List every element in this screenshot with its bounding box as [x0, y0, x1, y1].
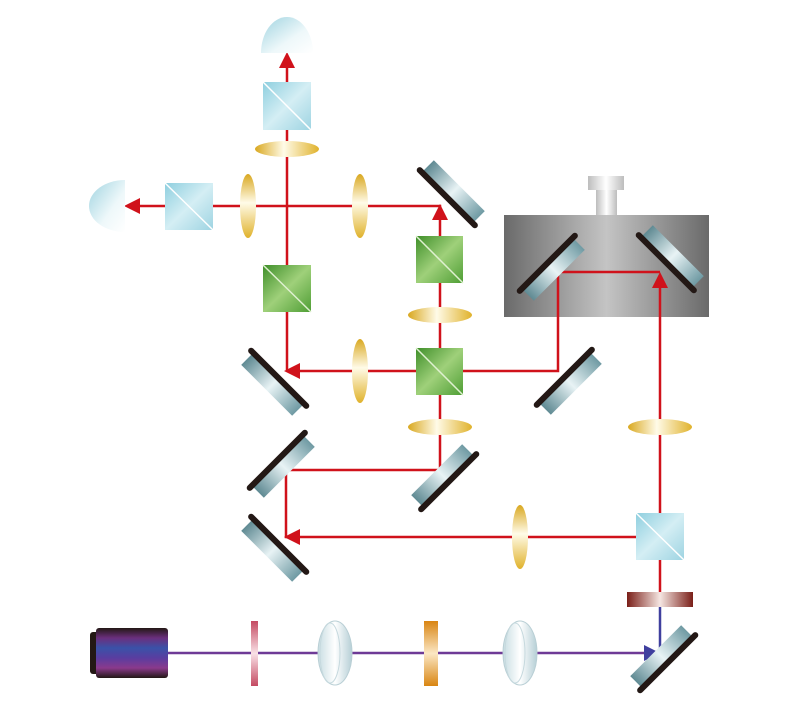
beam-splitter-cube — [635, 512, 685, 561]
detector-top — [261, 17, 313, 53]
arrow-up-icon — [432, 204, 448, 220]
waveplate-orange — [424, 621, 438, 686]
arrow-left-icon — [124, 198, 140, 214]
laser-source — [90, 628, 168, 678]
mirror — [241, 513, 310, 582]
polarizing-cube-green — [262, 264, 312, 313]
mirror — [630, 625, 699, 694]
cylindrical-lens — [502, 620, 538, 686]
cylindrical-lens — [317, 620, 353, 686]
lens — [628, 419, 692, 435]
mirrors — [241, 160, 704, 694]
mirror — [241, 347, 310, 416]
beam-arrows — [124, 52, 668, 545]
waveplate-pink — [251, 621, 258, 686]
mirror — [533, 346, 602, 415]
stage-knob — [588, 176, 624, 190]
arrow-up-icon — [652, 272, 668, 288]
lens — [240, 174, 256, 238]
polarizing-cube-green — [415, 347, 464, 396]
lens — [352, 339, 368, 403]
mirror — [411, 444, 480, 513]
lens — [255, 141, 319, 157]
mirror — [246, 429, 315, 498]
arrow-up-icon — [279, 52, 295, 68]
arrow-left-icon — [284, 363, 300, 379]
beam-splitter-cube — [262, 81, 312, 131]
mirror — [416, 160, 485, 229]
filter — [627, 592, 693, 607]
lens — [352, 174, 368, 238]
detector-left — [89, 180, 125, 232]
red-beam-paths — [130, 62, 662, 593]
lens — [408, 419, 472, 435]
mirror — [516, 232, 585, 301]
beam-splitter-cube — [164, 182, 214, 231]
polarizing-cube-green — [415, 235, 464, 284]
arrow-right-icon — [644, 645, 660, 661]
lens — [408, 307, 472, 323]
lens — [512, 505, 528, 569]
mirror — [635, 225, 704, 294]
arrow-left-icon — [284, 529, 300, 545]
